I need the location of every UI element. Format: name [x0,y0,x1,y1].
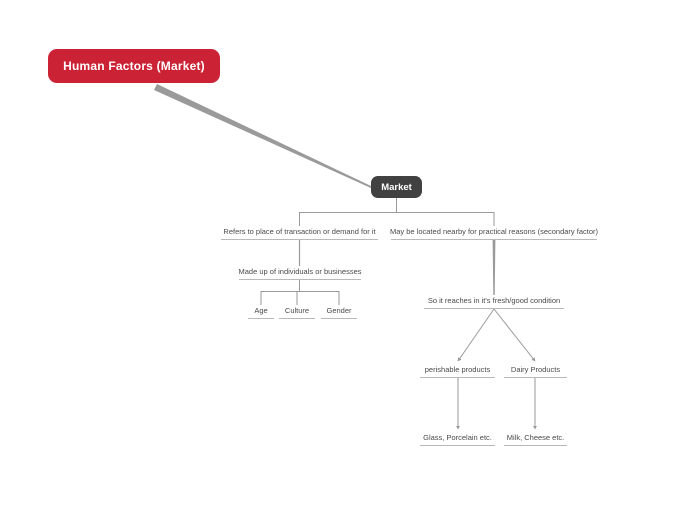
node-perishable-label: perishable products [424,365,491,374]
node-dairy-label: Dairy Products [510,365,561,374]
node-age-label: Age [254,306,268,315]
node-root-human-factors[interactable]: Human Factors (Market) [48,49,220,83]
node-glass-label: Glass, Porcelain etc. [423,433,492,442]
node-milk-label: Milk, Cheese etc. [506,433,565,442]
node-culture[interactable]: Culture [279,305,315,319]
node-made-up-of[interactable]: Made up of individuals or businesses [238,266,362,280]
node-refers-to-place[interactable]: Refers to place of transaction or demand… [221,226,378,240]
edge-madeup-to-culture [296,280,300,305]
node-age[interactable]: Age [248,305,274,319]
node-madeup-label: Made up of individuals or businesses [238,267,362,276]
node-gender-label: Gender [326,306,352,315]
edge-madeup-to-gender [299,280,340,305]
node-root-label: Human Factors (Market) [63,59,205,73]
node-nearby-label: May be located nearby for practical reas… [390,227,599,236]
edge-fresh-to-perishable [457,308,495,362]
node-market[interactable]: Market [371,176,422,198]
node-market-label: Market [381,181,412,193]
node-fresh-label: So it reaches in it's fresh/good conditi… [427,296,561,305]
edge-madeup-to-age [260,280,300,305]
node-glass-porcelain[interactable]: Glass, Porcelain etc. [420,432,495,446]
node-culture-label: Culture [284,306,310,315]
node-fresh-condition[interactable]: So it reaches in it's fresh/good conditi… [424,295,564,309]
edge-market-to-nearby [396,198,495,226]
edge-nearby-to-fresh [492,240,496,295]
edge-market-to-refers [299,198,397,226]
node-gender[interactable]: Gender [321,305,357,319]
node-perishable-products[interactable]: perishable products [420,364,495,378]
node-dairy-products[interactable]: Dairy Products [504,364,567,378]
edge-root-to-market [154,84,372,189]
node-milk-cheese[interactable]: Milk, Cheese etc. [504,432,567,446]
edge-fresh-to-dairy [493,308,536,362]
node-located-nearby[interactable]: May be located nearby for practical reas… [390,226,599,240]
node-refers-label: Refers to place of transaction or demand… [223,227,376,236]
